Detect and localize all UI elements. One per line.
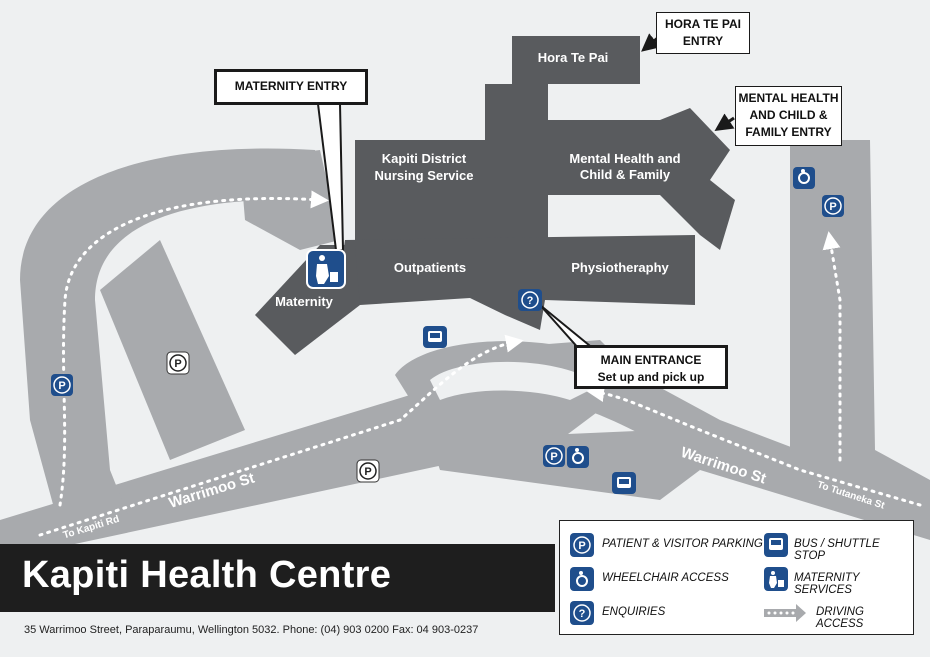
main-entrance-text-1: MAIN ENTRANCE	[600, 353, 702, 367]
roads	[0, 140, 930, 560]
legend-enquiries-icon: ?	[570, 601, 594, 625]
parking-icon-3: P	[51, 374, 73, 396]
buildings	[255, 36, 735, 355]
parking-icon-2: P	[543, 445, 565, 467]
callout-leaders	[316, 33, 735, 351]
svg-text:P: P	[829, 201, 836, 213]
svg-text:?: ?	[579, 608, 586, 620]
map-legend: P PATIENT & VISITOR PARKING BUS / SHUTTL…	[559, 520, 914, 635]
bus-stop-icon-1	[423, 326, 447, 348]
svg-text:P: P	[578, 540, 585, 552]
mental-health-label-2: Child & Family	[580, 167, 671, 182]
driving-route-east	[586, 384, 922, 507]
physiotheraphy-label: Physiotheraphy	[571, 260, 669, 275]
svg-text:P: P	[550, 451, 557, 463]
driving-route-west	[58, 190, 329, 507]
central-wing	[485, 84, 548, 240]
parking-icon-4: P	[166, 351, 190, 375]
outpatients-physio-building	[340, 235, 695, 330]
mental-health-entry-text-2: AND CHILD &	[749, 108, 828, 122]
svg-text:P: P	[364, 466, 371, 478]
kapiti-district-label-1: Kapiti District	[382, 151, 467, 166]
maternity-entry-callout: MATERNITY ENTRY	[214, 69, 368, 105]
bus-stop-icon-2	[612, 472, 636, 494]
legend-maternity-icon	[764, 567, 788, 591]
legend-maternity-label: MATERNITY SERVICES	[794, 572, 860, 596]
enquiries-icon: ?	[518, 289, 542, 311]
hora-te-pai-entry-callout: HORA TE PAI ENTRY	[656, 12, 750, 54]
parking-icon-1: P	[822, 195, 844, 217]
loop-island	[430, 361, 600, 400]
legend-bus-icon	[764, 533, 788, 557]
mental-health-leader	[714, 113, 735, 131]
legend-wheelchair-label: WHEELCHAIR ACCESS	[602, 572, 729, 584]
maternity-services-icon	[306, 249, 346, 289]
legend-enquiries-label: ENQUIRIES	[602, 606, 666, 618]
address-line: 35 Warrimoo Street, Paraparaumu, Welling…	[24, 624, 479, 636]
wheelchair-icon-2	[567, 446, 589, 468]
mental-health-entry-text-3: FAMILY ENTRY	[745, 125, 832, 139]
mental-health-label-1: Mental Health and	[569, 151, 680, 166]
maternity-drive	[240, 150, 340, 250]
driving-route-north	[822, 231, 842, 462]
west-parking-lot	[100, 240, 245, 460]
maternity-entry-text: MATERNITY ENTRY	[234, 79, 348, 93]
east-access-road	[790, 140, 930, 520]
legend-parking-icon: P	[570, 533, 594, 557]
kapiti-district-label-2: Nursing Service	[375, 168, 474, 183]
driving-access-routes	[38, 190, 922, 537]
legend-driving-access-label: DRIVING ACCESS	[816, 606, 864, 630]
page-title: Kapiti Health Centre	[22, 554, 392, 596]
legend-parking-label: PATIENT & VISITOR PARKING	[602, 538, 763, 550]
south-parking	[430, 430, 700, 500]
hora-te-pai-entry-text-1: HORA TE PAI	[664, 17, 741, 31]
hora-te-pai-label: Hora Te Pai	[538, 50, 609, 65]
legend-wheelchair-icon	[570, 567, 594, 591]
svg-text:P: P	[58, 380, 65, 392]
maternity-label: Maternity	[275, 294, 334, 309]
legend-bus-label: BUS / SHUTTLE STOP	[794, 538, 880, 562]
outpatients-label: Outpatients	[394, 260, 466, 275]
wheelchair-icon-1	[793, 167, 815, 189]
west-loop-road	[20, 148, 318, 531]
map-icons: ? P P	[51, 167, 844, 494]
mental-health-entry-callout: MENTAL HEALTH AND CHILD & FAMILY ENTRY	[735, 86, 842, 146]
mental-health-entry-text-1: MENTAL HEALTH	[738, 91, 839, 105]
svg-text:P: P	[174, 358, 181, 370]
mental-health-building	[548, 108, 735, 250]
kapiti-district-building	[355, 140, 485, 245]
main-entrance-callout: MAIN ENTRANCE Set up and pick up	[574, 345, 728, 389]
driving-route-main	[38, 334, 524, 537]
parking-icon-5: P	[356, 459, 380, 483]
hora-te-pai-entry-text-2: ENTRY	[682, 34, 724, 48]
legend-driving-access-icon	[764, 604, 806, 622]
warrimoo-st-west-road	[0, 340, 640, 560]
svg-text:?: ?	[527, 295, 534, 307]
title-bar: Kapiti Health Centre	[0, 544, 555, 612]
main-entrance-text-2: Set up and pick up	[597, 370, 705, 384]
